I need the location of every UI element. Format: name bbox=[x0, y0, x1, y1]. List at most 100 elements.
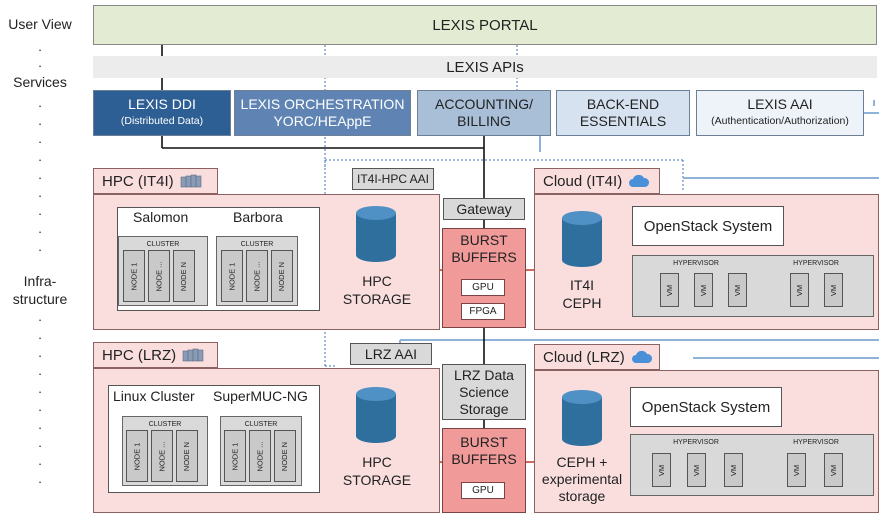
side-label-infra-line2: structure bbox=[12, 291, 68, 307]
service-lexis-ddi[interactable]: LEXIS DDI (Distributed Data) bbox=[93, 90, 231, 136]
hpc-lrz-title: HPC (LRZ) bbox=[102, 346, 177, 364]
side-dot: . bbox=[38, 113, 42, 128]
node-label: NODE 1 bbox=[230, 442, 240, 470]
node-1[interactable]: NODE 1 bbox=[224, 430, 246, 482]
gpu-it4i[interactable]: GPU bbox=[461, 279, 505, 296]
node-ellipsis[interactable]: NODE ... bbox=[249, 430, 271, 482]
machine-barbora: Barbora bbox=[233, 209, 283, 225]
node-label: NODE N bbox=[182, 441, 192, 471]
service-backend-title: BACK-END bbox=[586, 96, 660, 112]
side-label-user-view: User View bbox=[8, 16, 72, 32]
gpu-lrz[interactable]: GPU bbox=[461, 482, 505, 499]
side-dot: . bbox=[38, 167, 42, 182]
vm-label: VM bbox=[657, 464, 666, 476]
ceph-cylinder-icon bbox=[562, 211, 602, 267]
openstack-system-it4i[interactable]: OpenStack System bbox=[632, 206, 784, 246]
service-essentials-title: ESSENTIALS bbox=[579, 113, 667, 129]
hpc-lrz-header: HPC (LRZ) bbox=[93, 342, 218, 368]
vm[interactable]: VM bbox=[694, 273, 713, 307]
service-accounting-billing[interactable]: ACCOUNTING/ BILLING bbox=[417, 90, 551, 136]
hpc-storage-label: HPC STORAGE bbox=[343, 272, 411, 308]
node-ellipsis[interactable]: NODE ... bbox=[151, 430, 173, 482]
ceph-cylinder-icon bbox=[562, 390, 602, 446]
hpc-storage-line1: HPC bbox=[362, 273, 392, 289]
vm[interactable]: VM bbox=[787, 453, 806, 487]
hpc-storage-label: HPC STORAGE bbox=[342, 453, 412, 489]
node-1[interactable]: NODE 1 bbox=[126, 430, 148, 482]
side-dot: . bbox=[38, 381, 42, 396]
cluster-label: CLUSTER bbox=[244, 421, 278, 428]
openstack-system-lrz[interactable]: OpenStack System bbox=[630, 387, 782, 427]
cluster-label: CLUSTER bbox=[148, 421, 182, 428]
node-label: NODE 1 bbox=[132, 442, 142, 470]
node-1[interactable]: NODE 1 bbox=[123, 250, 145, 302]
burst-buffers-label: BURST BUFFERS bbox=[442, 434, 526, 468]
service-orchestration-subtitle: YORC/HEAppE bbox=[273, 113, 372, 129]
service-lexis-orchestration[interactable]: LEXIS ORCHESTRATION YORC/HEAppE bbox=[234, 90, 411, 136]
cloud-it4i-header: Cloud (IT4I) bbox=[534, 168, 660, 194]
node-n[interactable]: NODE N bbox=[173, 250, 195, 302]
lrz-data-science-storage[interactable]: LRZ Data Science Storage bbox=[442, 364, 526, 420]
lrz-data-line2: Science bbox=[459, 383, 509, 400]
ceph-line3: storage bbox=[558, 488, 606, 504]
vm-label: VM bbox=[665, 284, 674, 296]
service-orchestration-title: LEXIS ORCHESTRATION bbox=[240, 96, 405, 112]
node-n[interactable]: NODE N bbox=[274, 430, 296, 482]
side-dot: . bbox=[38, 399, 42, 414]
hypervisor-label: HYPERVISOR bbox=[793, 260, 839, 267]
hpc-storage-line2: STORAGE bbox=[342, 472, 412, 488]
vm-label: VM bbox=[733, 284, 742, 296]
side-dot: . bbox=[38, 435, 42, 450]
side-dot: . bbox=[38, 471, 42, 486]
hpc-it4i-title: HPC (IT4I) bbox=[102, 172, 174, 190]
node-label: NODE ... bbox=[157, 440, 167, 472]
cloud-lrz-title: Cloud (LRZ) bbox=[543, 348, 625, 366]
ceph-line1: IT4I bbox=[569, 277, 595, 293]
service-backend-essentials[interactable]: BACK-END ESSENTIALS bbox=[556, 90, 690, 136]
service-billing-title: BILLING bbox=[457, 113, 511, 129]
vm-label: VM bbox=[792, 464, 801, 476]
node-ellipsis[interactable]: NODE ... bbox=[148, 250, 170, 302]
it4i-hpc-aai[interactable]: IT4I-HPC AAI bbox=[352, 168, 434, 190]
node-label: NODE ... bbox=[154, 260, 164, 292]
side-dot: . bbox=[38, 55, 42, 70]
server-rack-icon bbox=[182, 348, 204, 362]
node-n[interactable]: NODE N bbox=[176, 430, 198, 482]
vm[interactable]: VM bbox=[790, 273, 809, 307]
node-label: NODE N bbox=[179, 261, 189, 291]
hpc-storage-cylinder-icon bbox=[356, 387, 396, 443]
vm[interactable]: VM bbox=[724, 453, 743, 487]
lrz-aai[interactable]: LRZ AAI bbox=[350, 343, 432, 365]
node-label: NODE 1 bbox=[129, 262, 139, 290]
cloud-icon bbox=[631, 350, 652, 363]
vm-label: VM bbox=[729, 464, 738, 476]
machine-supermuc-ng: SuperMUC-NG bbox=[213, 388, 308, 404]
node-label: NODE ... bbox=[255, 440, 265, 472]
lexis-portal[interactable]: LEXIS PORTAL bbox=[93, 5, 877, 45]
node-n[interactable]: NODE N bbox=[271, 250, 293, 302]
fpga-it4i[interactable]: FPGA bbox=[461, 303, 505, 320]
service-lexis-aai[interactable]: LEXIS AAI (Authentication/Authorization) bbox=[696, 90, 864, 136]
cloud-it4i-title: Cloud (IT4I) bbox=[543, 172, 623, 190]
vm-label: VM bbox=[795, 284, 804, 296]
vm[interactable]: VM bbox=[652, 453, 671, 487]
vm[interactable]: VM bbox=[824, 273, 843, 307]
node-ellipsis[interactable]: NODE ... bbox=[246, 250, 268, 302]
hpc-it4i-header: HPC (IT4I) bbox=[93, 168, 218, 194]
node-label: NODE ... bbox=[252, 260, 262, 292]
vm[interactable]: VM bbox=[687, 453, 706, 487]
gateway[interactable]: Gateway bbox=[443, 198, 525, 220]
side-dot: . bbox=[38, 417, 42, 432]
vm[interactable]: VM bbox=[824, 453, 843, 487]
vm[interactable]: VM bbox=[660, 273, 679, 307]
burst-line2: BUFFERS bbox=[451, 451, 517, 467]
side-label-infrastructure: Infra- structure bbox=[0, 272, 80, 308]
node-label: NODE 1 bbox=[227, 262, 237, 290]
cloud-lrz-header: Cloud (LRZ) bbox=[534, 344, 660, 370]
cloud-icon bbox=[629, 174, 650, 187]
service-ddi-subtitle: (Distributed Data) bbox=[120, 115, 204, 127]
burst-line1: BURST bbox=[460, 232, 508, 248]
node-1[interactable]: NODE 1 bbox=[221, 250, 243, 302]
vm[interactable]: VM bbox=[728, 273, 747, 307]
service-aai-title: LEXIS AAI bbox=[747, 96, 813, 112]
